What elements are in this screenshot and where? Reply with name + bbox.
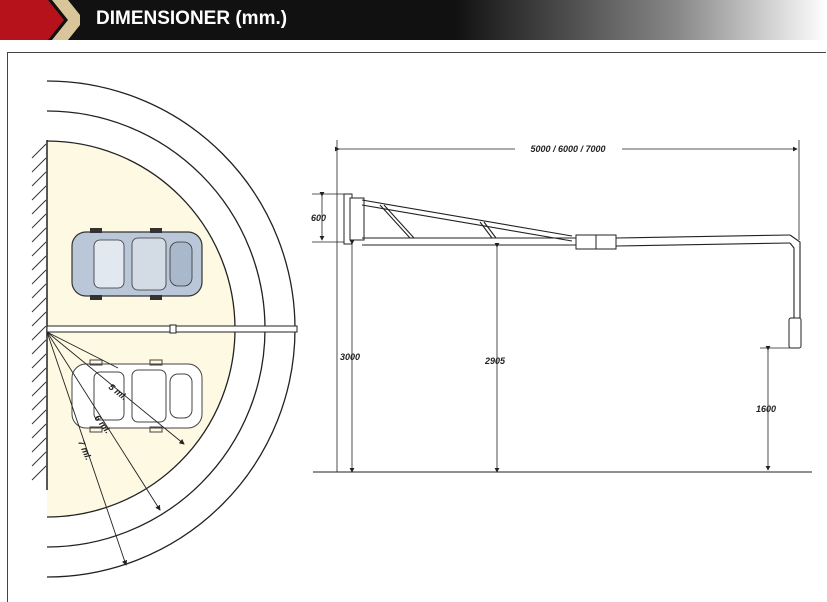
height-label-600: 600 (311, 213, 326, 223)
section-title: DIMENSIONER (mm.) (96, 8, 288, 29)
car-blue (71, 228, 203, 300)
height-label-2905: 2905 (484, 356, 506, 366)
header-chevron-icon (0, 0, 80, 40)
length-label: 5000 / 6000 / 7000 (530, 144, 605, 154)
section-header: DIMENSIONER (mm.) (0, 0, 827, 40)
radius-lines (46, 331, 185, 566)
height-label-3000: 3000 (340, 352, 360, 362)
truss-arm (361, 199, 578, 246)
wall-hatching (31, 143, 47, 481)
elevation-view: 5000 / 6000 / 7000 600 3000 (311, 140, 812, 473)
car-outline (71, 359, 203, 433)
plan-view: 5 ml. 6 ml. 7 ml. (31, 80, 298, 578)
content-frame (7, 52, 826, 602)
height-label-1600: 1600 (756, 404, 776, 414)
hanging-sign (788, 317, 802, 349)
extension-arm (615, 234, 801, 318)
gate-motor (349, 197, 365, 241)
boom-joint-plan (169, 324, 177, 334)
